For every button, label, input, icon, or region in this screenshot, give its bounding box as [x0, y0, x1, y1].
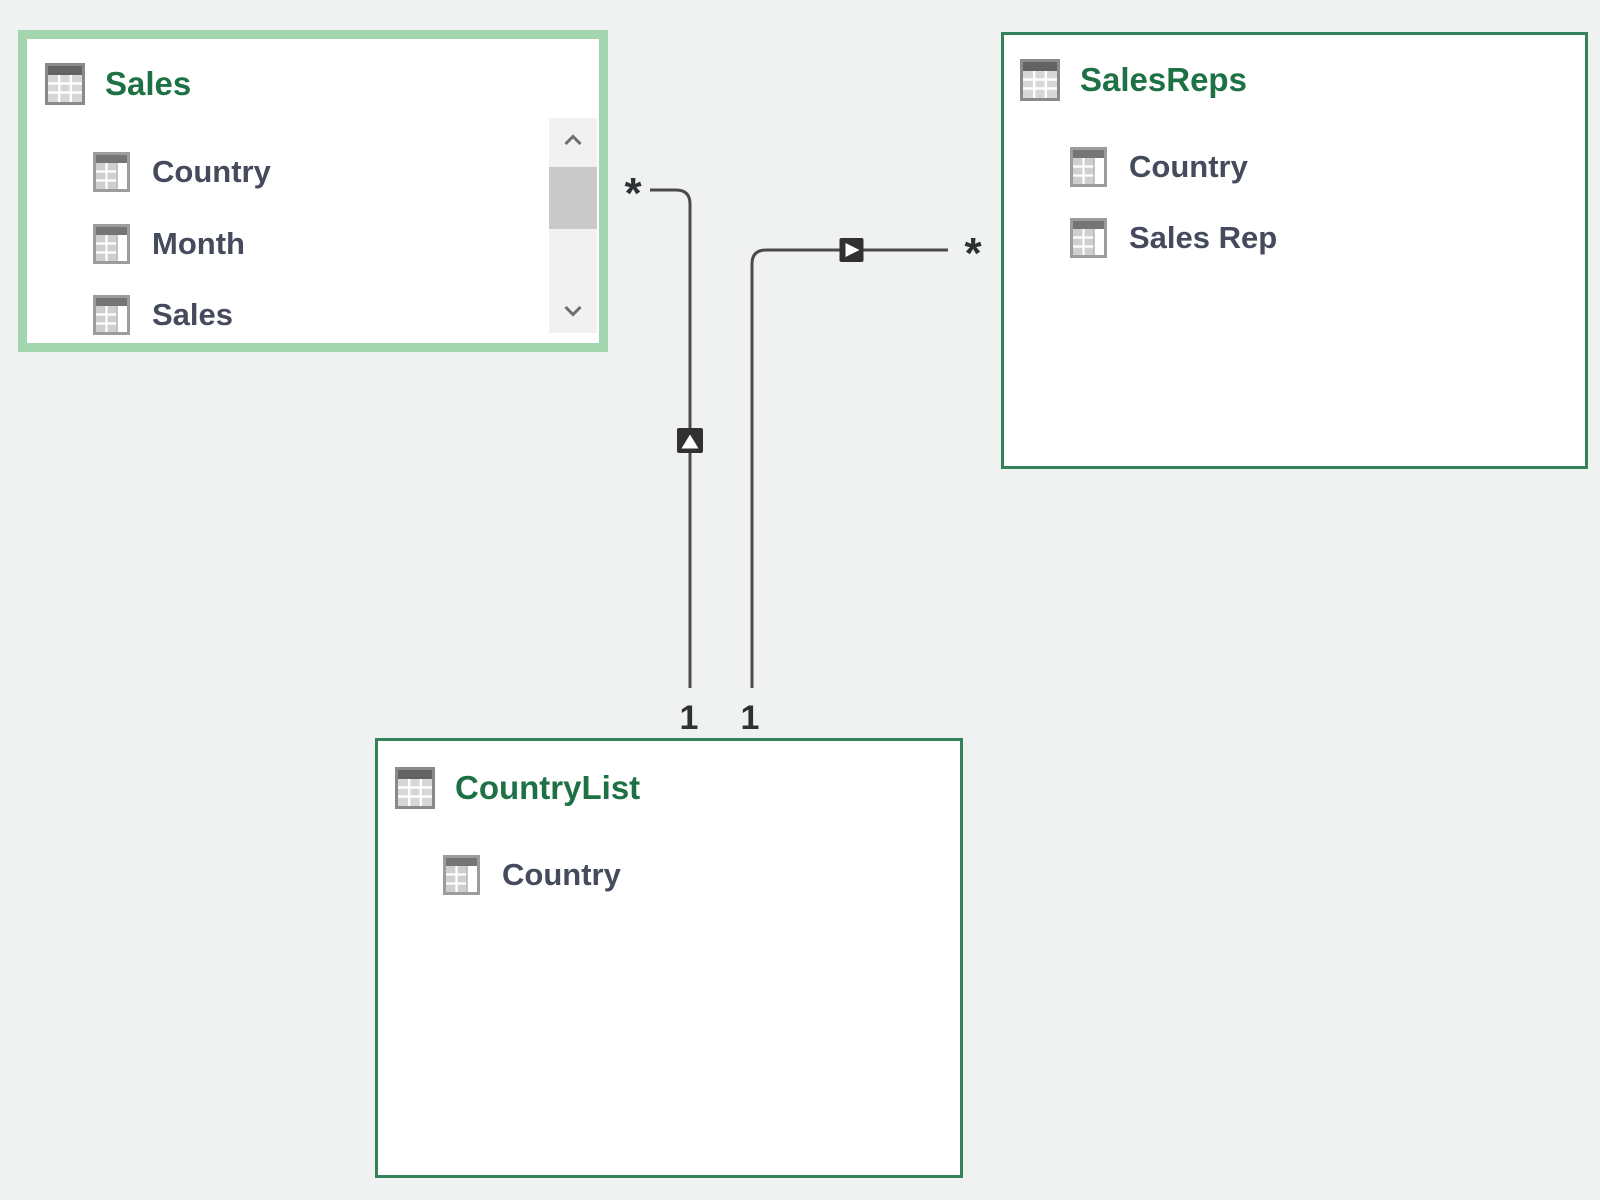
scroll-up-button[interactable]: [549, 120, 597, 160]
table-icon: [1020, 59, 1060, 101]
table-card-countrylist[interactable]: CountryList Country: [375, 738, 963, 1178]
table-icon: [395, 767, 435, 809]
field-icon: [443, 855, 480, 895]
arrow-right-icon: [845, 243, 860, 257]
table-title: Sales: [105, 65, 192, 102]
field-label: Country: [152, 154, 271, 189]
chevron-down-icon: [563, 305, 583, 317]
field-label: Sales: [152, 297, 234, 332]
field-label: Month: [152, 226, 245, 261]
cardinality-many-label: *: [964, 229, 982, 278]
field-row-sales[interactable]: Sales: [93, 295, 233, 335]
field-row-sales-rep[interactable]: Sales Rep: [1070, 218, 1277, 258]
scroll-down-button[interactable]: [549, 291, 597, 331]
field-row-month[interactable]: Month: [93, 224, 245, 264]
table-title: CountryList: [455, 769, 641, 806]
scrollbar-thumb[interactable]: [549, 167, 597, 229]
field-label: Sales Rep: [1129, 220, 1278, 255]
table-card-sales[interactable]: Sales Country Month Sales: [18, 30, 608, 352]
table-header[interactable]: Sales: [45, 63, 191, 105]
relationship-line[interactable]: [650, 188, 692, 688]
cardinality-one-label: 1: [679, 699, 699, 737]
cardinality-one-label: 1: [740, 699, 760, 737]
field-label: Country: [502, 857, 621, 892]
field-row-country[interactable]: Country: [93, 152, 271, 192]
field-icon: [1070, 218, 1107, 258]
arrow-up-icon: [681, 434, 699, 449]
cardinality-many-label: *: [624, 169, 642, 218]
relationship-sales-countrylist[interactable]: [650, 188, 703, 688]
table-title: SalesReps: [1080, 61, 1247, 98]
field-icon: [93, 295, 130, 335]
field-icon: [93, 224, 130, 264]
fields-scrollbar[interactable]: [549, 118, 597, 333]
table-icon: [45, 63, 85, 105]
relationship-line[interactable]: [750, 248, 948, 688]
field-row-country[interactable]: Country: [1070, 147, 1248, 187]
chevron-up-icon: [563, 134, 583, 146]
relationship-countrylist-salesreps[interactable]: [750, 238, 948, 688]
field-label: Country: [1129, 149, 1248, 184]
table-card-salesreps[interactable]: SalesReps Country Sales Rep: [1001, 32, 1588, 469]
table-header[interactable]: CountryList: [395, 767, 640, 809]
table-header[interactable]: SalesReps: [1020, 59, 1247, 101]
field-row-country[interactable]: Country: [443, 855, 621, 895]
field-icon: [93, 152, 130, 192]
field-icon: [1070, 147, 1107, 187]
